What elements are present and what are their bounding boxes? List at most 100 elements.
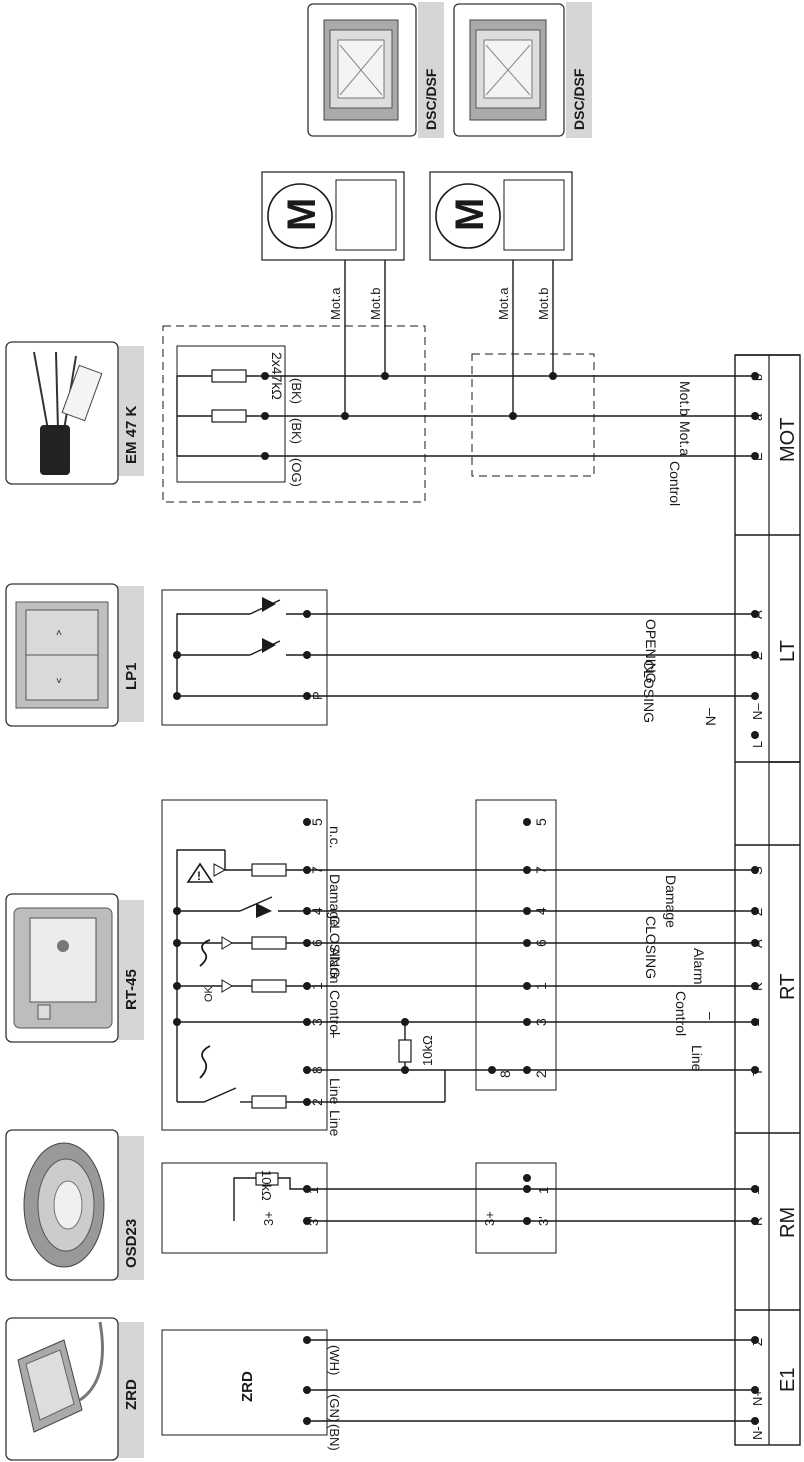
label-terminal-labels-7: K: [750, 982, 765, 991]
group-lt: LT: [777, 640, 799, 662]
label-terminal-lines-9: Control: [667, 461, 683, 506]
label-em-wires-0: (OG): [289, 458, 304, 487]
label-motor-wire_b: Mot.b: [536, 287, 551, 320]
device-label-tab: [116, 900, 144, 1040]
svg-text:!: !: [197, 869, 201, 883]
labels: ZRD (BN) (GN) (WH) 10kΩ 3' 1 3+ 3+ 3' 1 …: [203, 287, 799, 1451]
label-terminal-lines-6: –N: [703, 708, 719, 726]
label-em-wires-1: (BK): [289, 418, 304, 444]
label-rt-top_labels-6: Damage: [327, 874, 343, 927]
end-module-icon: [33, 351, 103, 475]
label-terminal-labels-13: Z: [750, 652, 765, 660]
zrd-box-title: ZRD: [239, 1371, 256, 1402]
label-rt-top_pins-2: 3: [309, 1018, 325, 1026]
label-terminal-labels-5: T: [750, 1068, 765, 1076]
device-card-lp1: ˄ ˅ LP1: [5, 583, 144, 727]
label-rt-top_pins-7: 5: [309, 818, 325, 826]
label-rt-bottom_pins-4: 6: [533, 939, 549, 947]
label-terminal-lines-2: Control: [673, 991, 689, 1036]
rt-resistor-label: 10kΩ: [420, 1035, 435, 1066]
device-name-zrd: ZRD: [123, 1379, 140, 1410]
zrd-wire-bn: (BN): [327, 1424, 342, 1451]
fire-icon: [199, 939, 211, 967]
window-drive-icon: [323, 19, 399, 121]
motor-symbol: M: [280, 198, 324, 231]
device-label-tab: [116, 346, 144, 476]
osd-bpin-3prime: 3': [536, 1216, 551, 1226]
label-rt-bottom_pins-0: 8: [497, 1070, 513, 1078]
smoke-detector-icon: [23, 1142, 105, 1268]
label-terminal-labels-11: L: [750, 741, 765, 748]
control-button-icon: [13, 907, 113, 1029]
label-terminal-labels-14: A: [750, 610, 765, 619]
label-terminal-labels-9: Z: [750, 908, 765, 916]
label-terminal-lines-11: Mot.b: [677, 381, 693, 416]
svg-text:˄: ˄: [56, 628, 62, 639]
device-name-em47k: EM 47 K: [123, 405, 140, 464]
label-terminal-lines-5: Damage: [663, 875, 679, 928]
device-card-rt45: RT-45: [5, 893, 144, 1043]
device-label-tab: [116, 586, 144, 722]
rt-symbols: !: [186, 862, 214, 1079]
label-terminal-lines-7: CLOSING: [641, 660, 657, 723]
label-rt-top_labels-5: CLOSING: [327, 915, 343, 978]
rain-sensor-icon: [17, 1321, 104, 1433]
device-card-osd23: OSD23: [5, 1129, 144, 1281]
label-terminal-labels-1: N+: [750, 1389, 765, 1406]
label-rt-top_pins-1: 8: [309, 1066, 325, 1074]
device-label-tab: [418, 2, 444, 138]
label-terminal-labels-3: R: [750, 1217, 765, 1226]
em47k-dashed-box: [162, 325, 426, 503]
group-mot: MOT: [777, 418, 799, 462]
group-e1: E1: [777, 1368, 799, 1392]
device-name-osd23: OSD23: [123, 1219, 140, 1268]
label-rt-top_pins-3: 1: [309, 982, 325, 990]
window-drive-icon: [469, 19, 547, 121]
label-terminal-labels-4: –: [750, 1186, 765, 1194]
label-terminal-lines-1: –: [703, 1012, 719, 1020]
label-em-wires-2: (BK): [289, 378, 304, 404]
group-rt: RT: [777, 974, 799, 1000]
label-motor-wire_b: Mot.b: [368, 287, 383, 320]
label-rt-top_pins-4: 6: [309, 939, 325, 947]
label-terminal-lines-4: CLOSING: [643, 916, 659, 979]
osd-pin-3prime: 3': [306, 1216, 321, 1226]
rt-ok-label: OK: [203, 985, 215, 1002]
device-label-tab: [116, 1136, 144, 1280]
label-rt-top_labels-3: Control: [327, 990, 343, 1035]
em47k-dashed-box-2: [471, 353, 595, 477]
motor-icon: [267, 183, 333, 249]
device-name-dsc-2: DSC/DSF: [571, 68, 587, 130]
label-rt-bottom_pins-3: 1: [533, 982, 549, 990]
motor-1: M: [261, 171, 405, 261]
label-motor-wire_a: Mot.a: [328, 287, 343, 320]
osd-bpin-3plus: 3+: [482, 1211, 497, 1226]
device-card-motor-1: DSC/DSF: [307, 2, 444, 138]
label-motor-wire_a: Mot.a: [496, 287, 511, 320]
label-terminal-labels-12: N–: [750, 703, 765, 720]
device-label-tab: [566, 2, 592, 138]
device-card-motor-2: DSC/DSF: [453, 2, 592, 138]
osd-pin-1: 1: [306, 1187, 321, 1194]
label-rt-bottom_pins-7: 5: [533, 818, 549, 826]
warning-icon: [186, 862, 214, 883]
motor-icon: [435, 183, 501, 249]
label-terminal-lines-8: OPENING: [643, 619, 659, 684]
label-terminal-labels-6: –: [750, 1018, 765, 1026]
junction-dots: [173, 372, 759, 1425]
group-rm: RM: [777, 1207, 799, 1238]
label-rt-top_pins-6: 7: [309, 866, 325, 874]
em-resistor-label: 2x47kΩ: [269, 352, 285, 400]
label-rt-bottom_pins-5: 4: [533, 907, 549, 915]
device-card-zrd: ZRD: [5, 1317, 144, 1461]
wires: [176, 260, 755, 1422]
osd-resistor-label: 10kΩ: [259, 1170, 274, 1201]
label-rt-top_labels-7: n.c.: [327, 826, 343, 849]
osd-pin-3plus: 3+: [261, 1211, 276, 1226]
device-label-tab: [116, 1322, 144, 1458]
osd-bpin-1: 1: [536, 1187, 551, 1194]
label-terminal-lines-10: Mot.a: [677, 421, 693, 456]
label-terminal-labels-8: A: [750, 939, 765, 948]
